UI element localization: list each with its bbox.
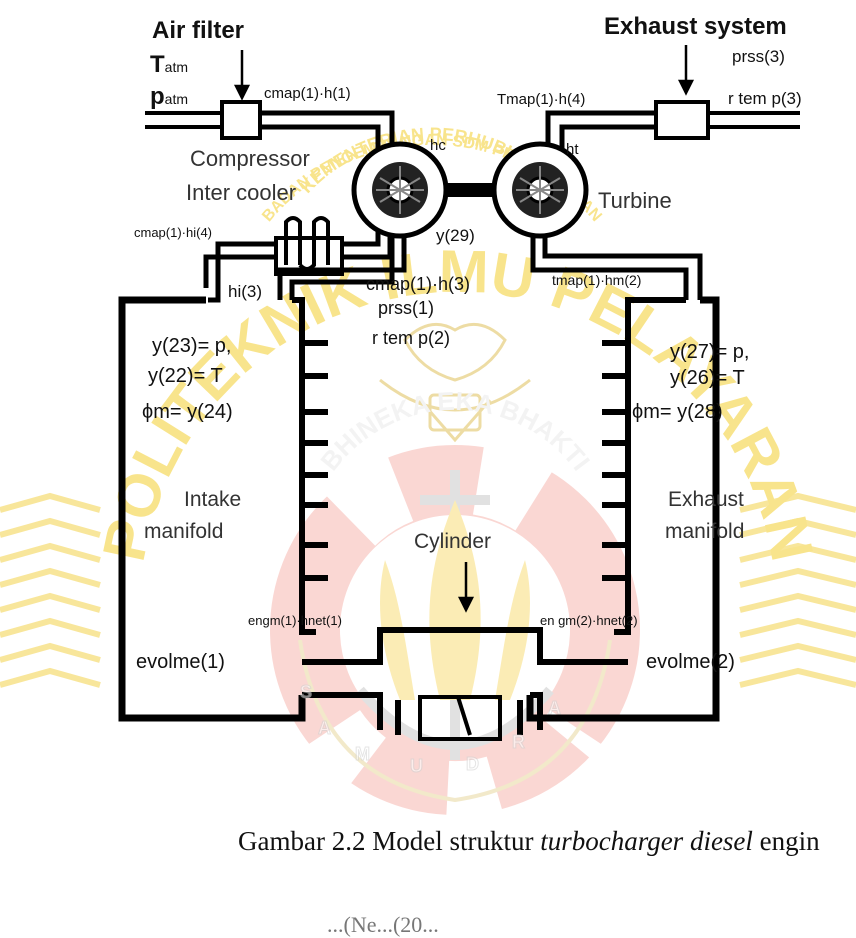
- cmap-hi4-label: cmap(1)·hi(4): [134, 225, 212, 240]
- cmap-h1-label: cmap(1)·h(1): [264, 85, 351, 102]
- svg-text:U: U: [410, 756, 423, 776]
- y26-label: y(26)= T: [670, 367, 745, 389]
- figure-caption-line2: ...(Ne...(20...: [327, 912, 439, 938]
- hi3-label: hi(3): [228, 282, 262, 301]
- engm1-label: engm(1)·hnet(1): [248, 613, 342, 628]
- turbine-label: Turbine: [598, 188, 672, 213]
- prss3-label: prss(3): [732, 47, 785, 66]
- y29-label: y(29): [436, 226, 475, 245]
- caption-term: turbocharger diesel: [540, 826, 753, 856]
- compressor-label: Compressor: [190, 146, 310, 171]
- exhaust-system-label: Exhaust system: [604, 13, 787, 40]
- caption-prefix: Gambar 2.2 Model struktur: [238, 826, 540, 856]
- phim-exhaust-label: ϕm= y(28): [632, 401, 723, 423]
- manifold-right-label: manifold: [665, 520, 744, 543]
- tmap-hm2-label: tmap(1)·hm(2): [552, 272, 641, 288]
- intake-label: Intake: [184, 488, 241, 511]
- t-atm-label: Tatm: [150, 51, 188, 78]
- y23-label: y(23)= p,: [152, 335, 231, 357]
- figure-caption: Gambar 2.2 Model struktur turbocharger d…: [238, 826, 856, 857]
- engm2-label: en gm(2)·hnet(2): [540, 613, 638, 628]
- prss1-label: prss(1): [378, 298, 434, 318]
- air-filter-label: Air filter: [152, 17, 244, 44]
- p-atm-label: patm: [150, 83, 188, 110]
- compressor-icon: [354, 144, 446, 236]
- rtemp3-label: r tem p(3): [728, 89, 802, 108]
- ht-label: ht: [566, 141, 579, 158]
- svg-text:A: A: [548, 698, 561, 718]
- svg-text:D: D: [466, 754, 479, 774]
- rtemp2-label: r tem p(2): [372, 328, 450, 348]
- evolme2-label: evolme(2): [646, 651, 735, 673]
- svg-text:A: A: [318, 718, 331, 738]
- tmap-h4-label: Tmap(1)·h(4): [497, 91, 585, 108]
- manifold-left-label: manifold: [144, 520, 223, 543]
- cmap-h3-label: cmap(1)·h(3): [366, 274, 470, 294]
- phim-intake-label: ϕm= y(24): [142, 401, 233, 423]
- y22-label: y(22)= T: [148, 365, 223, 387]
- svg-text:M: M: [355, 744, 370, 764]
- exhaust-system-box: [656, 102, 708, 138]
- inter-cooler-label: Inter cooler: [186, 180, 296, 205]
- evolme1-label: evolme(1): [136, 651, 225, 673]
- caption-suffix: engin: [753, 826, 820, 856]
- exhaust-label: Exhaust: [668, 488, 744, 511]
- air-filter-box: [222, 102, 260, 138]
- svg-text:S: S: [300, 682, 312, 702]
- cylinder-label: Cylinder: [414, 530, 491, 553]
- y27-label: y(27)= p,: [670, 341, 749, 363]
- hc-label: hc: [430, 137, 446, 154]
- left-chevrons-icon: [0, 496, 100, 685]
- intercooler-coil-icon: [286, 218, 328, 269]
- svg-text:R: R: [512, 732, 525, 752]
